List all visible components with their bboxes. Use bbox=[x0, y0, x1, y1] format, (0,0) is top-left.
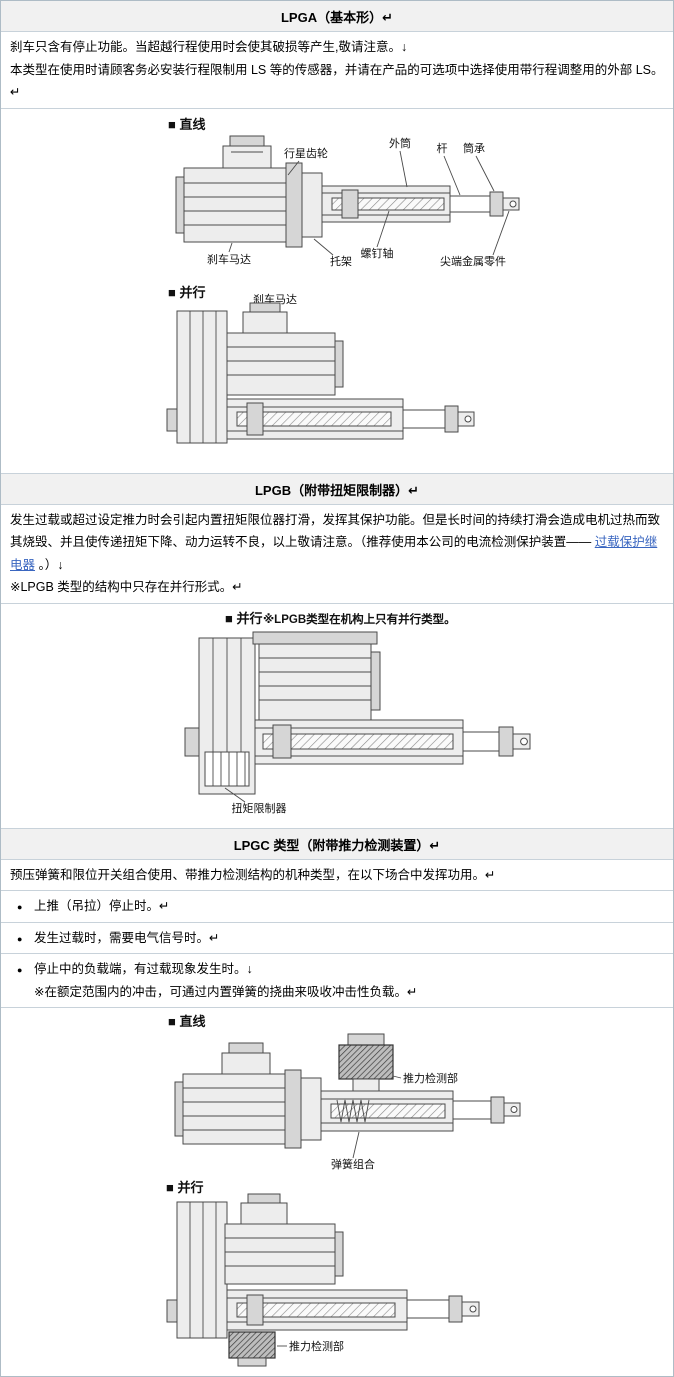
thrust-detector-drawing-parallel bbox=[228, 1331, 276, 1367]
lpga-parallel-diagram: ■ 并行 刹车马达 bbox=[166, 285, 475, 443]
leader-thrust-detector bbox=[392, 1075, 402, 1079]
cylinder-drawing bbox=[321, 185, 520, 222]
figure-label-parallel: ■ 并行 bbox=[166, 1180, 203, 1195]
leader-tip-metal bbox=[492, 210, 510, 255]
leader-spring-assembly bbox=[352, 1131, 360, 1159]
lpgb-figure: ■ 并行 ※LPGB类型在机构上只有并行类型。 bbox=[184, 611, 531, 815]
lpgc-bullet-1-row: ● 上推（吊拉）停止时。↵ bbox=[1, 891, 673, 923]
section-title-lpgb: LPGB（附带扭矩限制器）↵ bbox=[254, 482, 419, 498]
lpgc-subnote: ※在额定范围内的冲击，可通过内置弹簧的挠曲来吸收冲击性负载。↵ bbox=[34, 984, 418, 999]
lpgc-intro-row: 预压弹簧和限位开关组合使用、带推力检测结构的机种类型，在以下场合中发挥功用。↵ bbox=[1, 860, 673, 891]
label-torque-limiter: 扭矩限制器 bbox=[232, 801, 287, 815]
label-thrust-detector: 推力检测部 bbox=[403, 1071, 458, 1085]
thrust-detector-drawing bbox=[338, 1033, 394, 1092]
lpga-paragraph-line1: 刹车只含有停止功能。当超越行程使用时会使其破损等产生,敬请注意。↓ bbox=[10, 40, 408, 54]
label-planetary-gear: 行星齿轮 bbox=[284, 146, 328, 160]
lpgc-figure-row: ■ 直线 推力检测部 bbox=[1, 1008, 673, 1376]
label-tube-bearing: 筒承 bbox=[463, 141, 485, 155]
gearcase-torque-limiter-drawing bbox=[198, 637, 256, 794]
lpgc-intro: 预压弹簧和限位开关组合使用、带推力检测结构的机种类型，在以下场合中发挥功用。↵ bbox=[10, 867, 496, 882]
section-title-lpga: LPGA（基本形）↵ bbox=[280, 10, 393, 25]
lpgb-parallel-diagram: ■ 并行 ※LPGB类型在机构上只有并行类型。 bbox=[184, 611, 531, 815]
lpga-inline-diagram: ■ 直线 bbox=[168, 117, 520, 268]
lpgc-figure: ■ 直线 推力检测部 bbox=[166, 1014, 521, 1367]
section-header-lpgc: LPGC 类型（附带推力检测装置）↵ bbox=[1, 828, 673, 860]
label-brake-motor: 刹车马达 bbox=[207, 252, 251, 266]
lpga-figure: ■ 直线 bbox=[166, 117, 520, 443]
motor-drawing-parallel bbox=[226, 302, 344, 395]
motor-drawing bbox=[252, 631, 381, 720]
label-thrust-detector-parallel: 推力检测部 bbox=[289, 1339, 344, 1353]
list-item: ● 上推（吊拉）停止时。↵ bbox=[10, 895, 664, 918]
leader-tube-bearing bbox=[475, 155, 495, 191]
lpgc-bullet-2-row: ● 发生过载时，需要电气信号时。↵ bbox=[1, 923, 673, 954]
overload-protection-relay-link[interactable]: 过载保护继电器 bbox=[10, 535, 658, 572]
leader-brake-motor bbox=[228, 242, 233, 252]
bullet-icon: ● bbox=[17, 965, 23, 975]
list-item-text: 发生过载时，需要电气信号时。↵ bbox=[34, 930, 220, 945]
section-header-lpga: LPGA（基本形）↵ bbox=[1, 1, 673, 32]
figure-label-parallel: ■ 并行 bbox=[225, 611, 262, 626]
lpgb-figure-row: ■ 并行 ※LPGB类型在机构上只有并行类型。 bbox=[1, 604, 673, 829]
lpga-paragraph-line2: 本类型在使用时请顾客务必安装行程限制用 LS 等的传感器，并请在产品的可选项中选… bbox=[10, 62, 664, 100]
lpga-figure-row: ■ 直线 bbox=[1, 109, 673, 474]
label-tip-metal: 尖端金属零件 bbox=[440, 254, 506, 268]
leader-screw-shaft bbox=[376, 210, 390, 247]
leader-outer-tube bbox=[399, 150, 408, 187]
label-spring-assembly: 弹簧组合 bbox=[331, 1157, 375, 1171]
list-item: ● 发生过载时，需要电气信号时。↵ bbox=[10, 927, 664, 950]
lpga-text-row: 刹车只含有停止功能。当超越行程使用时会使其破损等产生,敬请注意。↓ 本类型在使用… bbox=[1, 32, 673, 109]
gearcase-drawing-parallel bbox=[176, 1201, 228, 1339]
figure-label-inline: ■ 直线 bbox=[168, 1014, 205, 1029]
cylinder-spring-drawing bbox=[320, 1090, 521, 1132]
lpgb-paragraph-pre: 发生过载或超过设定推力时会引起内置扭矩限位器打滑，发挥其保护功能。但是长时间的持… bbox=[10, 512, 661, 550]
section-header-lpgb: LPGB（附带扭矩限制器）↵ bbox=[1, 473, 673, 505]
cylinder-drawing-parallel bbox=[166, 398, 475, 439]
label-screw-shaft: 螺钉轴 bbox=[361, 246, 394, 260]
leader-planetary-gear bbox=[287, 160, 300, 175]
lpgb-paragraph-post: 。）↓ bbox=[35, 557, 64, 572]
gearcase-drawing bbox=[176, 310, 228, 443]
figure-note: ※LPGB类型在机构上只有并行类型。 bbox=[263, 612, 456, 626]
lpgc-inline-diagram: ■ 直线 推力检测部 bbox=[168, 1014, 521, 1171]
list-item: ● 停止中的负载端，有过载现象发生时。↓ bbox=[10, 958, 664, 981]
lpgb-paragraph: 发生过载或超过设定推力时会引起内置扭矩限位器打滑，发挥其保护功能。但是长时间的持… bbox=[10, 509, 664, 577]
label-rod: 杆 bbox=[437, 141, 448, 155]
bullet-icon: ● bbox=[17, 933, 23, 944]
label-outer-tube: 外筒 bbox=[389, 136, 411, 150]
cylinder-drawing-parallel bbox=[166, 1289, 480, 1331]
lpgc-parallel-diagram: ■ 并行 bbox=[166, 1180, 480, 1367]
label-bracket: 托架 bbox=[330, 254, 352, 268]
brake-motor-drawing bbox=[175, 135, 323, 247]
bullet-icon: ● bbox=[17, 902, 23, 912]
lpgc-bullet-3-row: ● 停止中的负载端，有过载现象发生时。↓ ※在额定范围内的冲击，可通过内置弹簧的… bbox=[1, 954, 673, 1008]
section-title-lpgc: LPGC 类型（附带推力检测装置）↵ bbox=[233, 837, 441, 853]
list-item-text: 停止中的负载端，有过载现象发生时。↓ bbox=[34, 962, 253, 976]
figure-label-inline: ■ 直线 bbox=[168, 117, 205, 132]
leader-torque-limiter bbox=[224, 787, 246, 802]
lpgb-note: ※LPGB 类型的结构中只存在并行形式。↵ bbox=[10, 580, 243, 594]
lpgb-text-row: 发生过载或超过设定推力时会引起内置扭矩限位器打滑，发挥其保护功能。但是长时间的持… bbox=[1, 505, 673, 604]
figure-label-parallel: ■ 并行 bbox=[168, 285, 205, 300]
list-item-text: 上推（吊拉）停止时。↵ bbox=[34, 899, 170, 913]
leader-rod bbox=[443, 155, 461, 195]
brake-motor-drawing bbox=[174, 1042, 322, 1149]
leader-bracket bbox=[313, 238, 334, 255]
motor-drawing-parallel bbox=[224, 1193, 344, 1285]
